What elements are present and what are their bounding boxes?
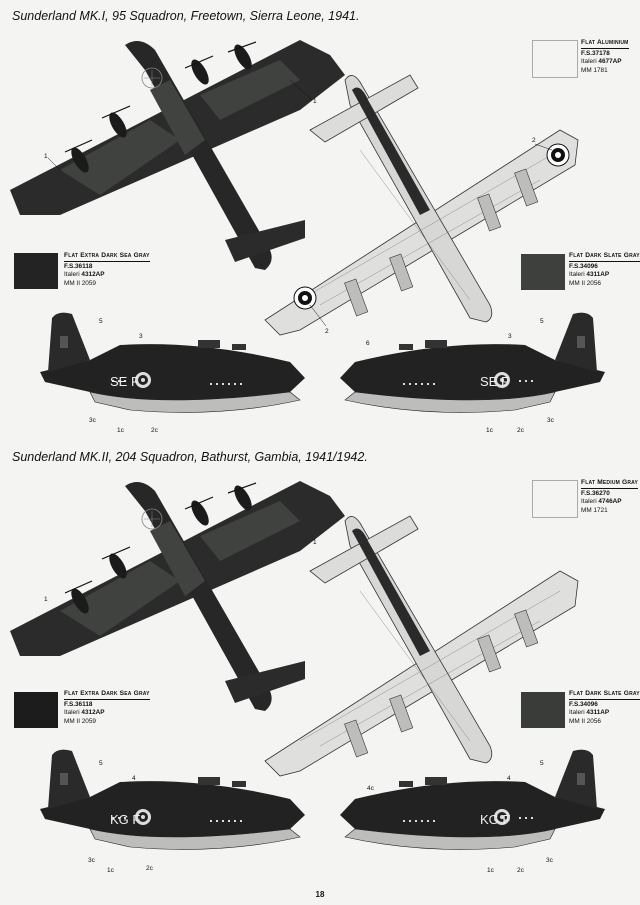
section-2-title: Sunderland MK.II, 204 Squadron, Bathurst… <box>12 450 368 464</box>
swatch-dark-slate-gray-2 <box>521 692 565 728</box>
callout: 1 <box>44 153 48 160</box>
callout: 1c <box>107 867 115 874</box>
legend-flat-aluminium: Flat Aluminium F.S.37178 Italeri 4677AP … <box>581 39 629 74</box>
callout: 1c <box>117 427 125 434</box>
legend-dark-slate-gray: Flat Dark Slate Gray F.S.34096 Italeri 4… <box>569 252 640 287</box>
callout: 3c <box>547 417 555 424</box>
aircraft-side-right-1 <box>339 312 606 413</box>
side-code-right-2: KG F <box>480 812 510 827</box>
callout: 2c <box>517 427 525 434</box>
callout: 2c <box>146 865 154 872</box>
callout: 2 <box>325 328 329 335</box>
aircraft-top-view-2 <box>9 480 346 712</box>
legend-dark-slate-gray-2: Flat Dark Slate Gray F.S.34096 Italeri 4… <box>569 690 640 725</box>
callout: 5 <box>540 760 544 767</box>
aircraft-side-right-2 <box>339 749 606 850</box>
callout: 2 <box>532 137 536 144</box>
callout: 2c <box>151 427 159 434</box>
swatch-flat-aluminium <box>532 40 578 78</box>
swatch-extra-dark-sea-gray-2 <box>14 692 58 728</box>
side-code-right-1: SE F <box>480 374 509 389</box>
side-code-left-1: SE F <box>110 374 139 389</box>
callout: 3c <box>89 417 97 424</box>
legend-flat-medium-gray: Flat Medium Gray F.S.36270 Italeri 4746A… <box>581 479 639 514</box>
swatch-dark-slate-gray <box>521 254 565 290</box>
callout: 5 <box>99 760 103 767</box>
callout: 5 <box>540 318 544 325</box>
aircraft-side-left-1 <box>39 312 306 413</box>
aircraft-top-view-1 <box>9 39 346 271</box>
callout: 6 <box>366 340 370 347</box>
swatch-extra-dark-sea-gray <box>14 253 58 289</box>
callout: 3 <box>139 333 143 340</box>
callout: 3c <box>546 857 554 864</box>
section-1-title: Sunderland MK.I, 95 Squadron, Freetown, … <box>12 9 360 23</box>
aircraft-under-view-2 <box>264 515 579 777</box>
callout: 4 <box>132 775 136 782</box>
aircraft-side-left-2 <box>39 749 306 850</box>
legend-extra-dark-sea-gray-2: Flat Extra Dark Sea Gray F.S.36118 Itale… <box>64 690 150 725</box>
callout: 4c <box>367 785 375 792</box>
page-number: 18 <box>316 890 325 899</box>
callout: 1 <box>313 98 317 105</box>
callout: 1c <box>486 427 494 434</box>
side-code-left-2: KG F <box>110 812 140 827</box>
callout: 3c <box>88 857 96 864</box>
callout: 3 <box>508 333 512 340</box>
callout: 4 <box>507 775 511 782</box>
callout: 1c <box>487 867 495 874</box>
callout: 2c <box>517 867 525 874</box>
swatch-flat-medium-gray <box>532 480 578 518</box>
callout: 1 <box>44 596 48 603</box>
callout: 5 <box>99 318 103 325</box>
legend-extra-dark-sea-gray: Flat Extra Dark Sea Gray F.S.36118 Itale… <box>64 252 150 287</box>
callout: 1 <box>313 539 317 546</box>
